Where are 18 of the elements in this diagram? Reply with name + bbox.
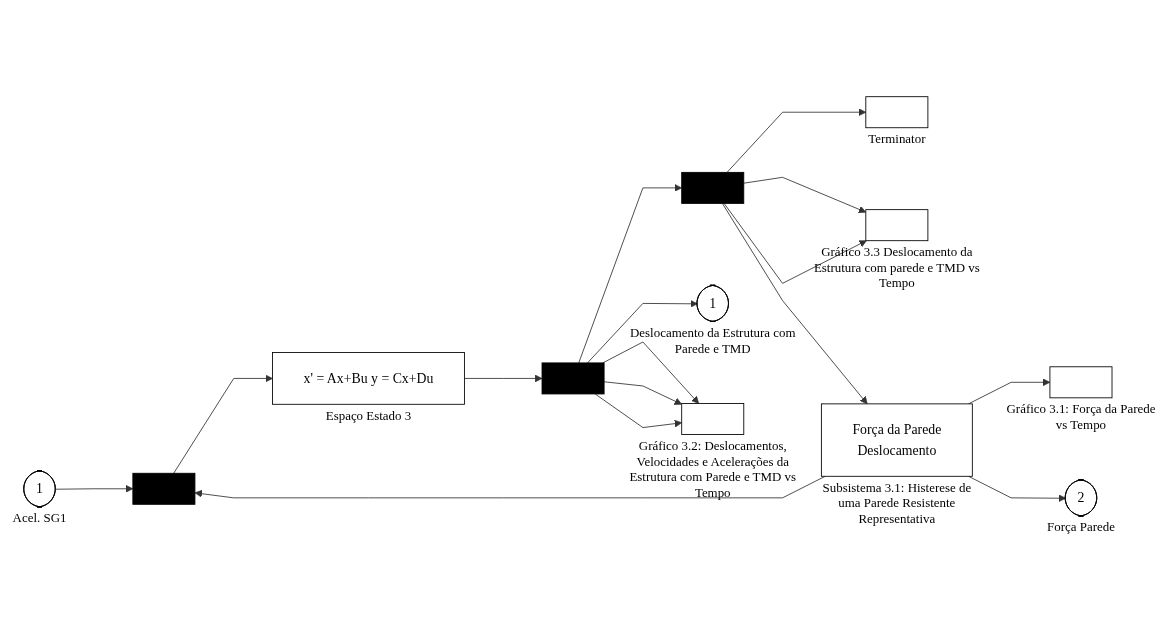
node-bar — [541, 362, 605, 394]
block-caption: Terminator — [868, 130, 926, 146]
node-box — [865, 208, 929, 241]
block-caption: Subsistema 3.1: Histerese de uma Parede Resistente Representativa — [822, 479, 972, 526]
node-bar — [132, 472, 196, 505]
node-box — [1049, 365, 1113, 398]
node-box: x' = Ax+Bu y = Cx+Du — [272, 351, 465, 405]
block-caption: Acel. SG1 — [12, 509, 67, 525]
node-box: Força da Parede Deslocamento — [820, 402, 973, 477]
block-caption: Gráfico 3.2: Deslocamentos, Velocidades e Acelerações da Estrutura com Parede e TMD vs Tempo — [629, 437, 797, 500]
block-caption: Gráfico 3.1: Força da Parede vs Tempo — [1006, 400, 1156, 432]
node-box — [681, 402, 745, 435]
block-caption: Espaço Estado 3 — [325, 407, 412, 423]
block-caption: Força Parede — [1047, 518, 1115, 534]
node-box — [865, 95, 929, 128]
block-caption: Gráfico 3.3 Deslocamento da Estrutura com parede e TMD vs Tempo — [813, 243, 980, 290]
block-caption: Deslocamento da Estrutura com Parede e TMD — [630, 324, 796, 356]
node-bar — [681, 171, 745, 204]
